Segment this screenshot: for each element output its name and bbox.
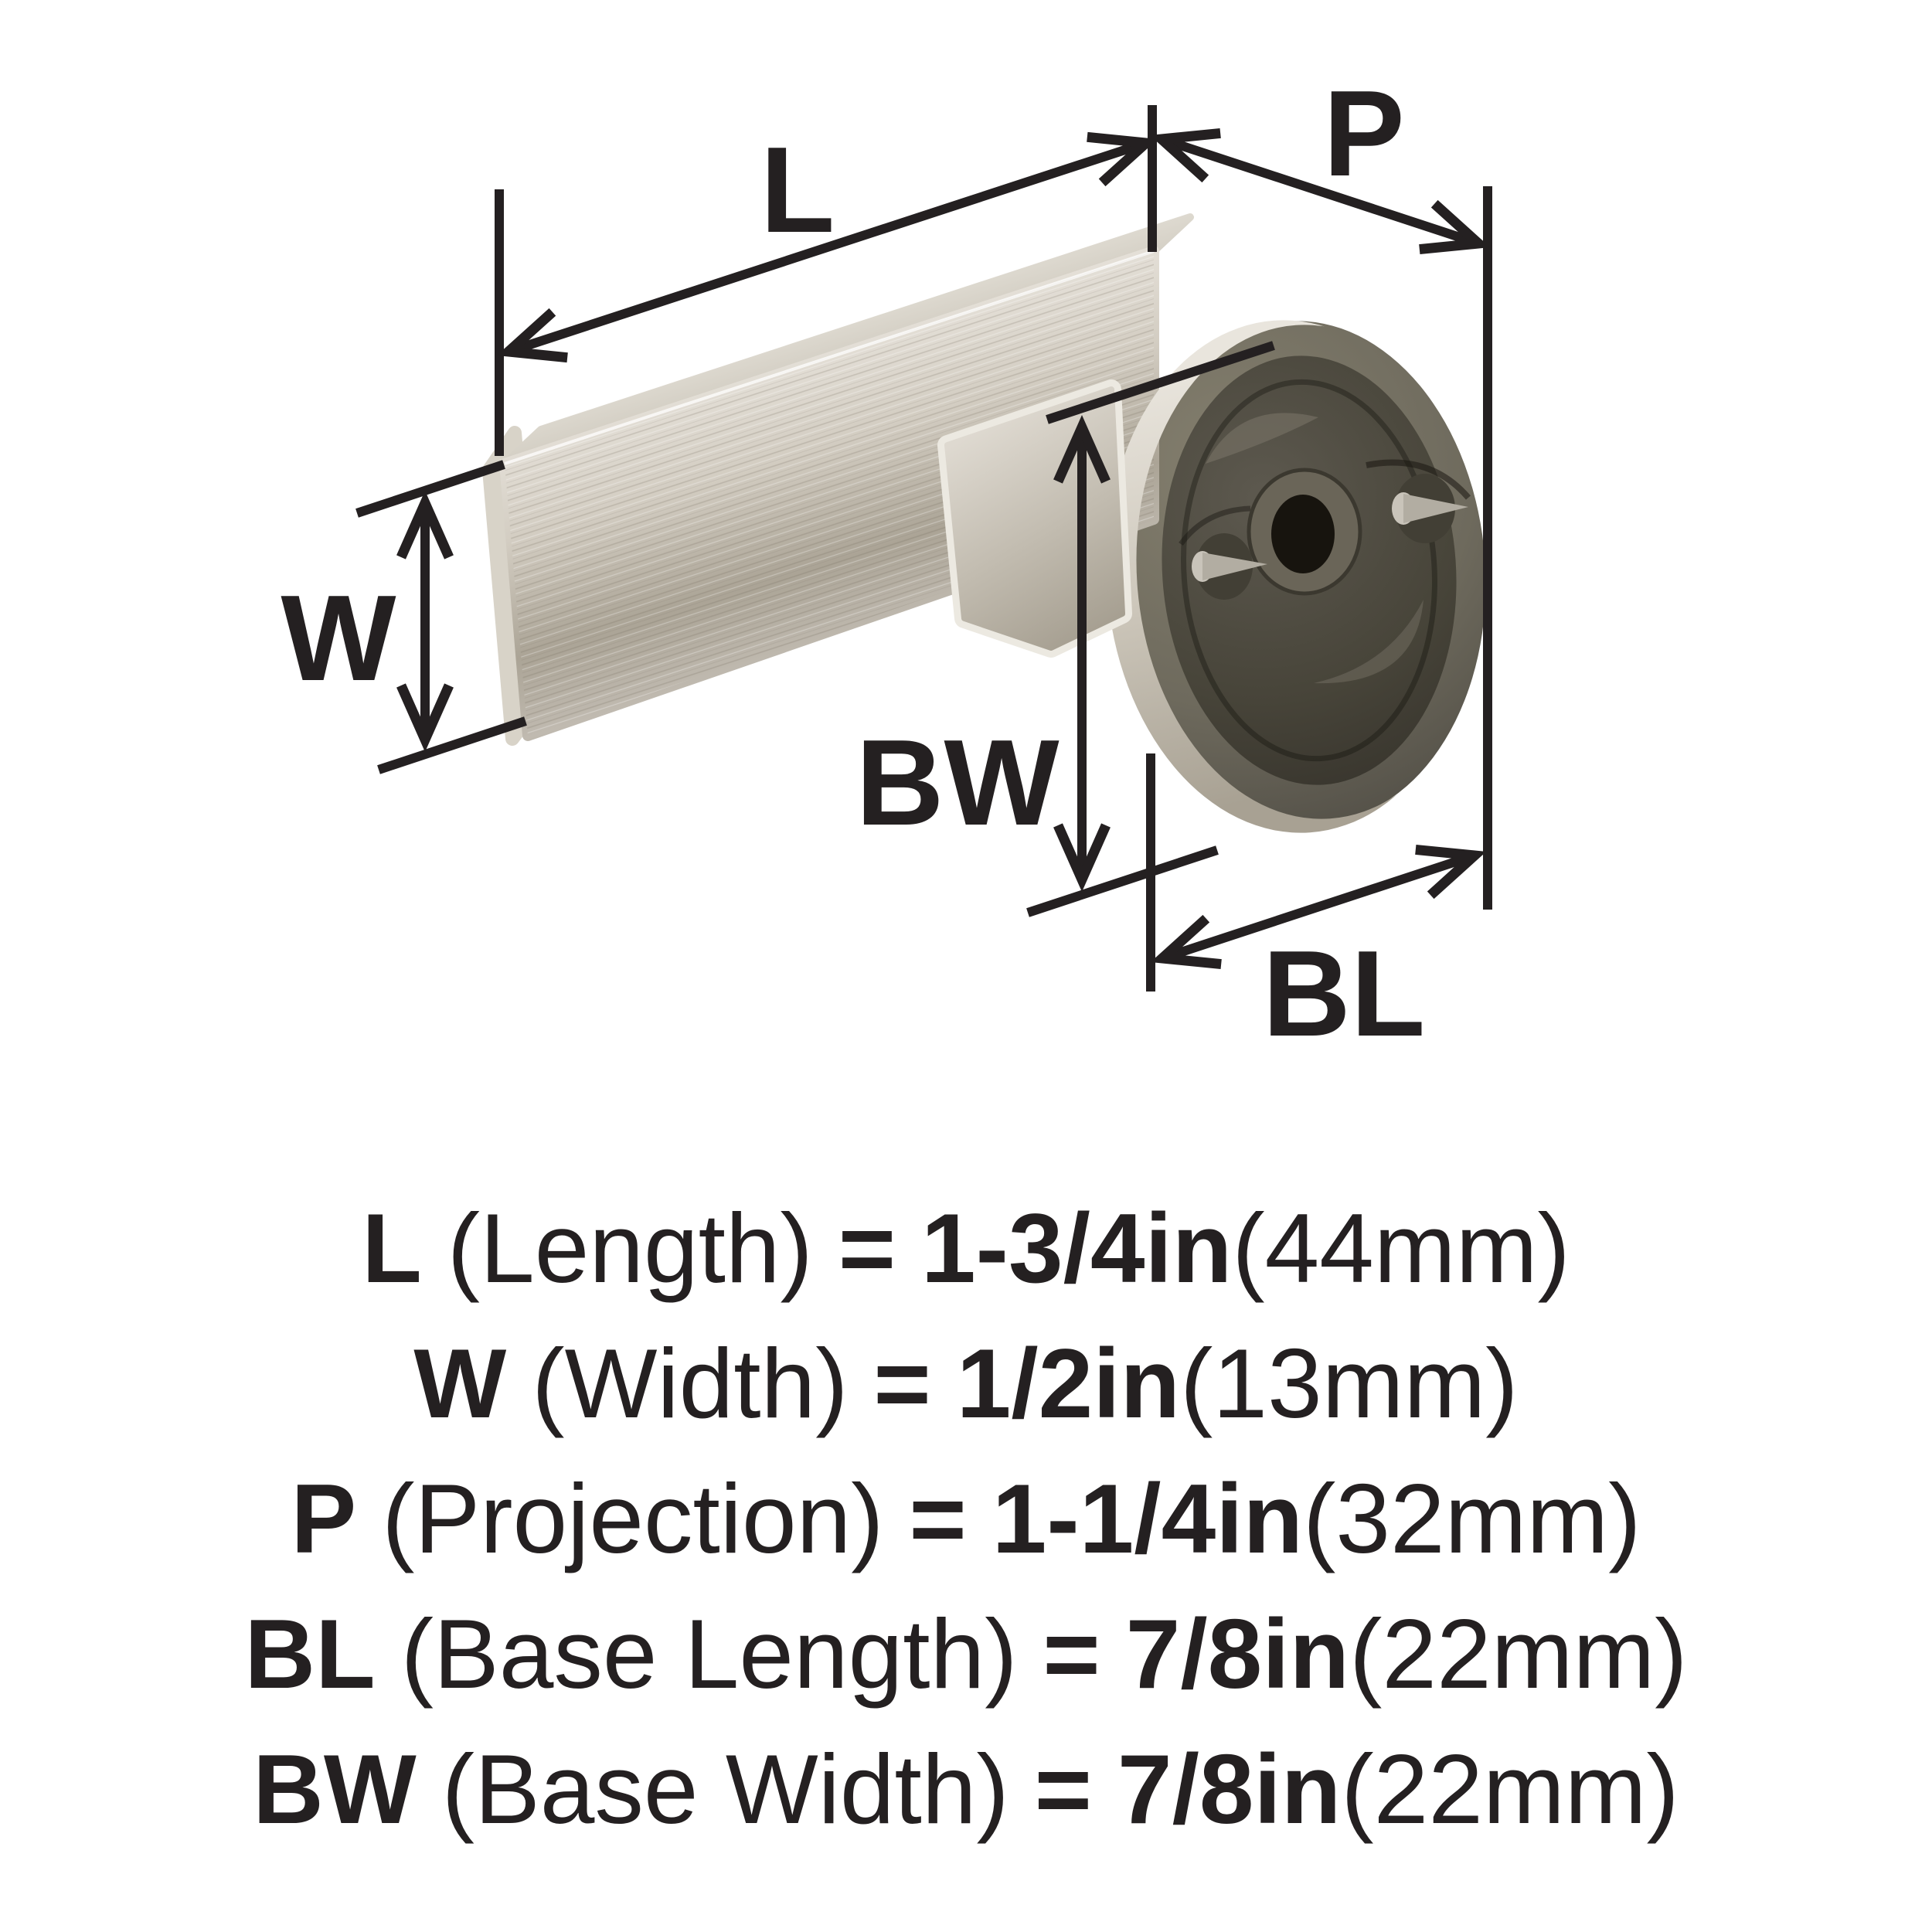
spec-value-metric: (22mm) [1341, 1734, 1679, 1844]
label-base-length: BL [1263, 926, 1426, 1062]
bar-front-brush-texture [505, 251, 1154, 736]
equals-sign: = [873, 1328, 931, 1438]
label-projection: P [1323, 66, 1404, 202]
spec-value-imperial: 1-1/4in [992, 1464, 1304, 1573]
spec-abbr: P [291, 1464, 357, 1573]
spec-name: (Length) [447, 1193, 813, 1303]
label-length: L [760, 122, 835, 258]
dimension-letter-labels: L P W BW BL [281, 66, 1425, 1062]
spec-value-metric: (44mm) [1232, 1193, 1570, 1303]
tick-width-top [355, 460, 505, 518]
spec-row-base-width: BW(Base Width)=7/8in(22mm) [0, 1733, 1932, 1868]
dim-line-length [496, 131, 1158, 363]
dimension-annotations [355, 105, 1492, 992]
spec-abbr: W [413, 1328, 507, 1438]
spec-abbr: BW [253, 1734, 417, 1844]
spec-name: (Width) [532, 1328, 849, 1438]
spec-abbr: BL [244, 1599, 376, 1709]
dim-line-base-length [1150, 844, 1487, 970]
spec-name: (Base Length) [400, 1599, 1018, 1709]
spec-name: (Base Width) [441, 1734, 1009, 1844]
equals-sign: = [909, 1464, 967, 1573]
equals-sign: = [838, 1193, 896, 1303]
spec-row-base-length: BL(Base Length)=7/8in(22mm) [0, 1597, 1932, 1733]
spec-value-metric: (22mm) [1349, 1599, 1688, 1709]
label-width: W [281, 570, 396, 706]
spec-value-metric: (13mm) [1180, 1328, 1519, 1438]
equals-sign: = [1043, 1599, 1100, 1709]
spec-value-imperial: 1/2in [956, 1328, 1181, 1438]
dim-line-projection [1149, 128, 1491, 255]
spec-value-imperial: 1-3/4in [921, 1193, 1233, 1303]
knob-render [482, 213, 1623, 896]
spec-row-length: L(Length)=1-3/4in(44mm) [0, 1192, 1932, 1327]
spec-row-projection: P(Projection)=1-1/4in(32mm) [0, 1462, 1932, 1597]
spec-name: (Projection) [382, 1464, 884, 1573]
equals-sign: = [1034, 1734, 1092, 1844]
spec-row-width: W(Width)=1/2in(13mm) [0, 1327, 1932, 1462]
tick-width-bottom [377, 716, 527, 774]
spec-abbr: L [362, 1193, 422, 1303]
tick-base-width-top [1046, 341, 1275, 424]
label-base-width: BW [855, 715, 1059, 851]
spec-value-imperial: 7/8in [1125, 1599, 1350, 1709]
spec-list: L(Length)=1-3/4in(44mm) W(Width)=1/2in(1… [0, 1192, 1932, 1868]
spec-value-metric: (32mm) [1303, 1464, 1641, 1573]
spec-value-imperial: 7/8in [1117, 1734, 1342, 1844]
